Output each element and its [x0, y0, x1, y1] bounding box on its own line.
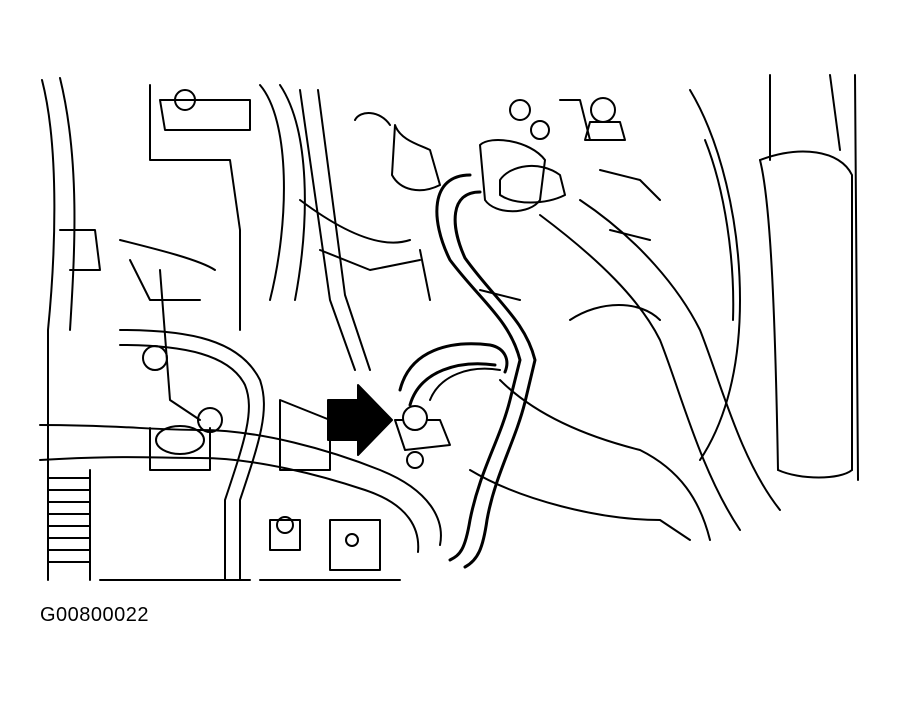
right-cylinder	[689, 74, 859, 481]
engine-detail-lines	[99, 99, 661, 581]
upper-connector	[354, 112, 566, 213]
bolts-and-fittings	[142, 89, 626, 571]
arrow-right-icon	[327, 384, 393, 456]
corrugated-hose	[47, 469, 91, 581]
main-metal-line	[435, 173, 537, 569]
large-coolant-hose	[469, 199, 781, 541]
figure-code-label: G00800022	[40, 604, 150, 626]
hose-clamp	[394, 342, 509, 469]
left-frame-structure	[41, 77, 371, 561]
